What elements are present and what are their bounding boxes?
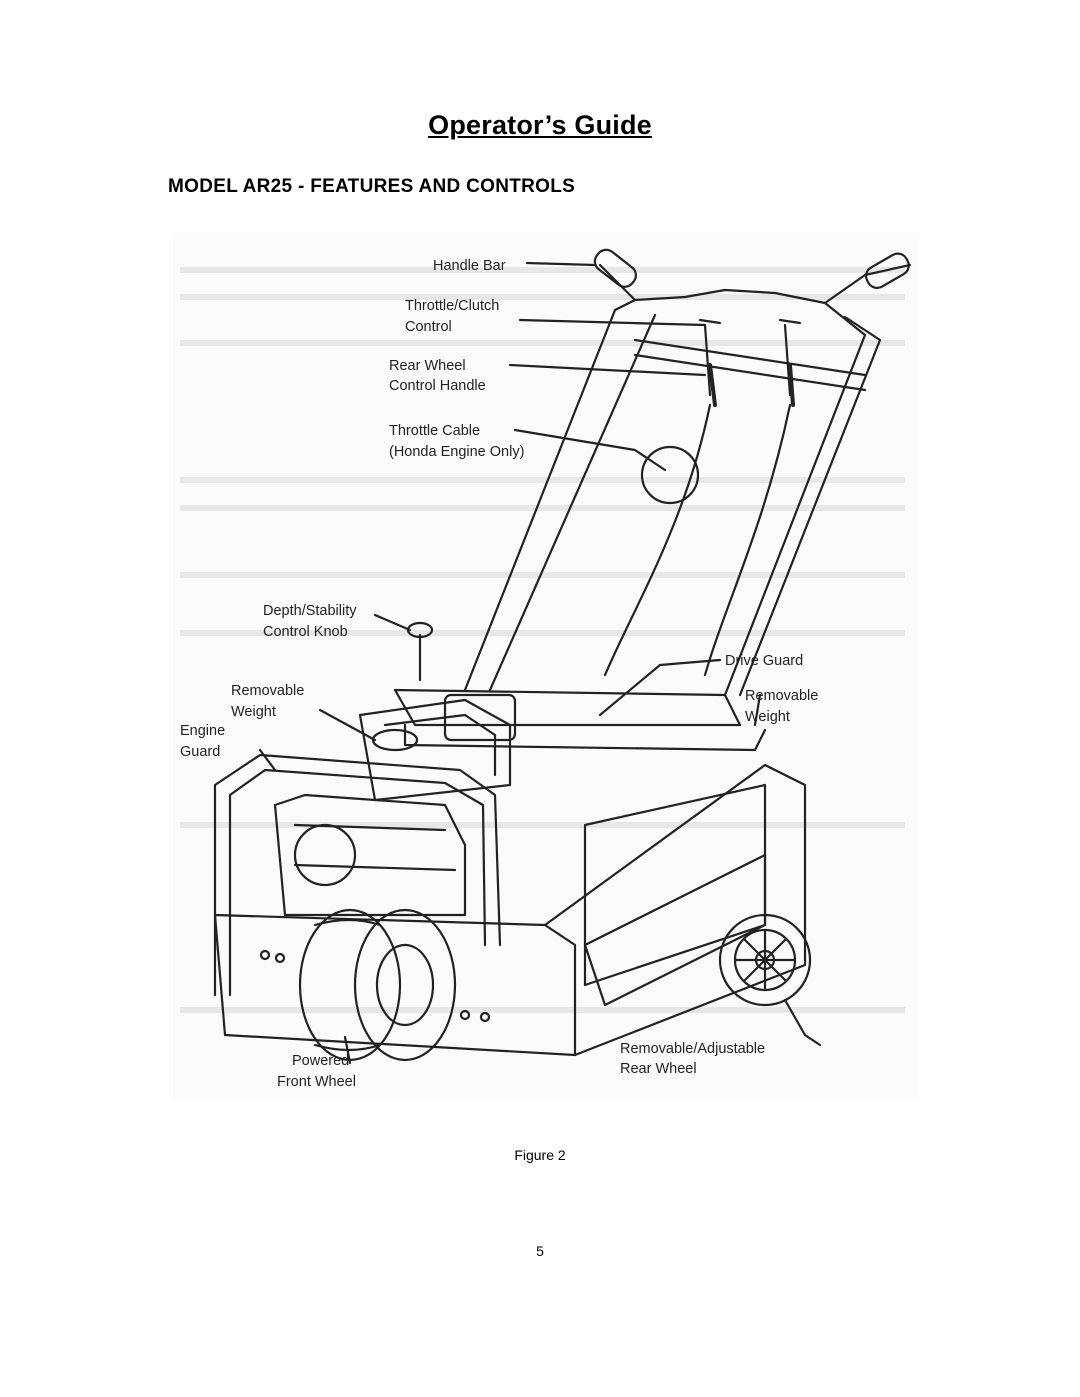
callout-engine-guard-line1: Engine bbox=[180, 723, 225, 739]
page-number: 5 bbox=[536, 1243, 544, 1259]
callout-engine-guard-line2: Guard bbox=[180, 744, 220, 760]
handle-bar bbox=[598, 263, 912, 305]
callout-depth-knob-line1: Depth/Stability bbox=[263, 603, 357, 619]
figure-caption: Figure 2 bbox=[514, 1147, 566, 1163]
callout-removable-weight-left-line1: Removable bbox=[231, 683, 304, 699]
callout-powered-front-wheel-line1: Powered bbox=[292, 1053, 349, 1069]
callout-rear-wheel-line1: Removable/Adjustable bbox=[620, 1041, 765, 1057]
callout-handle-bar: Handle Bar bbox=[433, 258, 506, 274]
callout-throttle-cable-line1: Throttle Cable bbox=[389, 423, 480, 439]
callout-throttle-cable-line2: (Honda Engine Only) bbox=[389, 444, 524, 460]
callout-throttle-clutch-line1: Throttle/Clutch bbox=[405, 298, 499, 314]
section-heading: MODEL AR25 - FEATURES AND CONTROLS bbox=[168, 176, 576, 197]
callout-rear-wheel-handle-line2: Control Handle bbox=[389, 378, 486, 394]
callout-powered-front-wheel-line2: Front Wheel bbox=[277, 1074, 356, 1090]
aerator-diagram: Handle Bar Throttle/Clutch Control Rear … bbox=[165, 225, 925, 1105]
callout-removable-weight-right-line2: Weight bbox=[745, 709, 790, 725]
callout-removable-weight-right-line1: Removable bbox=[745, 688, 818, 704]
callout-depth-knob-line2: Control Knob bbox=[263, 624, 348, 640]
callout-removable-weight-left-line2: Weight bbox=[231, 704, 276, 720]
callout-throttle-clutch-line2: Control bbox=[405, 319, 452, 335]
callout-rear-wheel-line2: Rear Wheel bbox=[620, 1061, 697, 1077]
callout-drive-guard: Drive Guard bbox=[725, 653, 803, 669]
callout-rear-wheel-handle-line1: Rear Wheel bbox=[389, 358, 466, 374]
page-title: Operator’s Guide bbox=[428, 110, 652, 140]
